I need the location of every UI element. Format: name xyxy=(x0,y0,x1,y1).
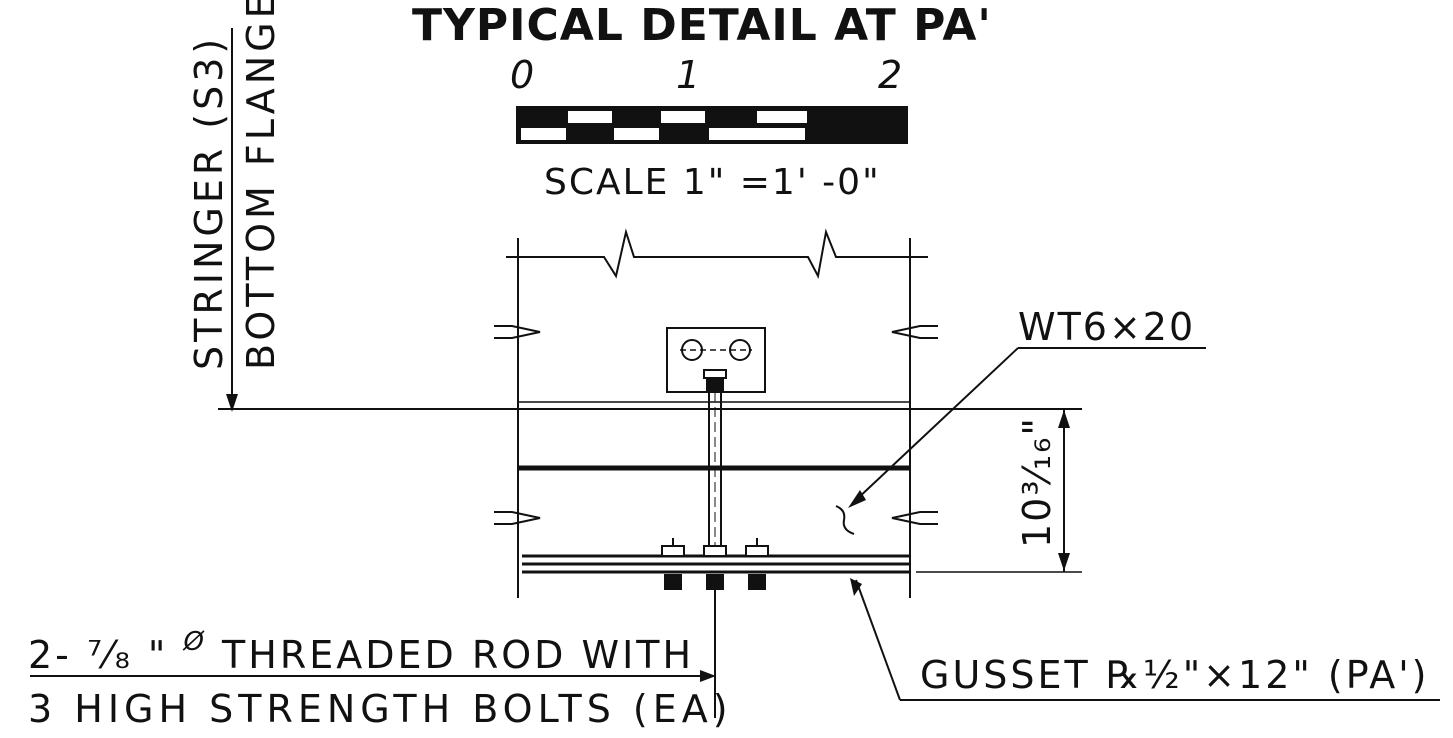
bolt-center xyxy=(703,545,727,590)
scale-tick-1: 1 xyxy=(676,53,700,97)
stringer-label-line1: STRINGER (S3) xyxy=(187,35,231,370)
drawing-title: TYPICAL DETAIL AT PA' xyxy=(412,0,992,51)
rod-label-quote: " xyxy=(148,633,168,677)
scale-bar: 0 1 2 SCALE 1" =1' -0" xyxy=(510,53,908,203)
diameter-symbol: Ø xyxy=(182,627,206,657)
dimension-label: 10³⁄₁₆" xyxy=(1015,416,1059,548)
upper-break-line xyxy=(506,228,928,280)
threaded-rod xyxy=(703,369,727,552)
high-strength-bolts xyxy=(661,538,769,590)
gusset-plate xyxy=(522,554,910,574)
scale-tick-2: 2 xyxy=(878,53,902,97)
rod-label-prefix: 2- xyxy=(28,633,72,677)
bolt-left xyxy=(661,538,685,590)
rod-label-text: THREADED ROD WITH xyxy=(221,633,694,677)
rod-label-line1: 2- ⁷⁄₈ " Ø THREADED ROD WITH xyxy=(28,615,694,677)
dimension-callout: 10³⁄₁₆" xyxy=(916,408,1082,573)
scale-caption: SCALE 1" =1' -0" xyxy=(544,162,881,203)
gusset-label: GUSSET ℞½"×12" (PA') xyxy=(920,653,1430,697)
rod-label-line2: 3 HIGH STRENGTH BOLTS (EA) xyxy=(28,687,733,731)
rod-label-fraction: ⁷⁄₈ xyxy=(87,633,133,677)
stringer-label-line2: BOTTOM FLANGE xyxy=(239,0,283,370)
wt-member-label: WT6×20 xyxy=(1018,305,1195,349)
scale-tick-0: 0 xyxy=(510,53,534,97)
bolt-right xyxy=(745,538,769,590)
wt-member-outline xyxy=(494,238,938,598)
